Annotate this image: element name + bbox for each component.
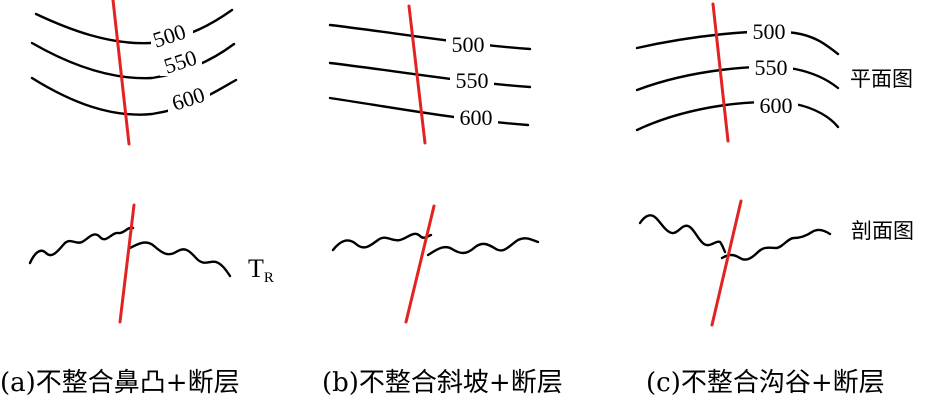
- panel-c-plan-fault: [711, 2, 730, 143]
- panel-c-section-view: [638, 199, 832, 327]
- panel-a-contour-550: [30, 41, 236, 80]
- panel-a-contour-600: [30, 76, 238, 116]
- panel-c-label-550: 550: [755, 55, 788, 80]
- panel-a-unconformity-hangingwall: [128, 241, 232, 278]
- panel-c-unconformity-hangingwall: [720, 228, 832, 261]
- panel-b-label-600: 600: [460, 105, 493, 130]
- plan-view-label: 平面图: [850, 67, 913, 91]
- panel-b-contour-550: [328, 61, 532, 89]
- panel-b-contour-600: [328, 96, 530, 127]
- panel-c-contour-550: [635, 65, 840, 92]
- panel-c: 500 550 600 (c)不整合沟谷+断层: [635, 2, 885, 398]
- panel-a: 500 550 600 TR (a)不整合鼻凸+断层: [0, 0, 274, 398]
- panel-a-plan-fault: [111, 0, 131, 146]
- panel-b-plan-view: 500 550 600: [328, 4, 532, 145]
- unconformity-label: TR: [248, 254, 274, 286]
- section-view-label: 剖面图: [851, 219, 914, 243]
- panel-c-contour-500: [635, 30, 840, 56]
- panel-b-label-500: 500: [452, 32, 485, 57]
- panel-a-plan-view: 500 550 600: [30, 0, 238, 146]
- panel-c-label-600: 600: [760, 93, 793, 118]
- panel-b-label-550: 550: [456, 68, 489, 93]
- panel-a-caption: (a)不整合鼻凸+断层: [0, 368, 240, 398]
- panel-a-contour-500: [34, 8, 234, 45]
- panel-a-section-view: TR: [28, 203, 274, 324]
- panel-c-label-500: 500: [753, 19, 786, 44]
- panel-b-section-view: [331, 204, 540, 324]
- panel-b: 500 550 600 (b)不整合斜坡+断层: [322, 4, 563, 398]
- panel-c-section-fault: [710, 199, 743, 327]
- panel-b-contour-500: [328, 23, 532, 51]
- panel-b-section-fault: [404, 204, 436, 324]
- panel-c-contour-600: [635, 100, 840, 132]
- panel-b-unconformity-footwall: [331, 232, 433, 252]
- panel-a-unconformity-footwall: [28, 226, 135, 265]
- panel-b-caption: (b)不整合斜坡+断层: [322, 368, 563, 398]
- panel-b-plan-fault: [407, 4, 427, 145]
- panel-a-section-fault: [118, 203, 136, 324]
- panel-c-unconformity-footwall: [638, 214, 727, 254]
- panel-b-unconformity-hangingwall: [426, 237, 540, 257]
- panel-c-plan-view: 500 550 600: [635, 2, 840, 143]
- panel-c-caption: (c)不整合沟谷+断层: [646, 368, 885, 398]
